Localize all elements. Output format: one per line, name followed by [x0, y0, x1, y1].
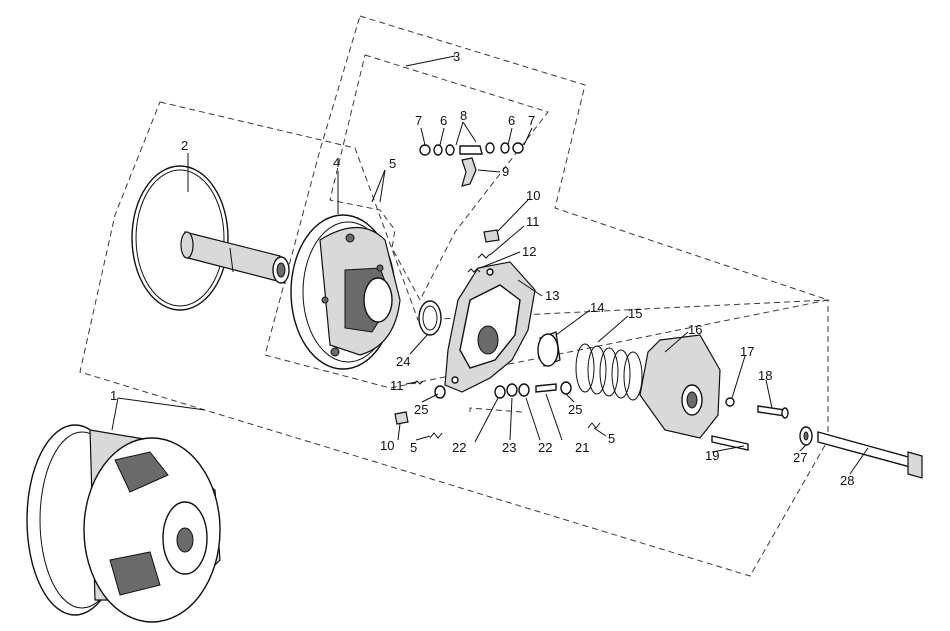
callout-22: 22: [538, 440, 552, 455]
part-14-bushing: [537, 331, 561, 367]
callout-14: 14: [590, 300, 604, 315]
callout-16: 16: [688, 322, 702, 337]
callout-10: 10: [380, 438, 394, 453]
callout-23: 23: [502, 440, 516, 455]
callout-15: 15: [628, 306, 642, 321]
callout-24: 24: [396, 354, 410, 369]
callout-3: 3: [453, 49, 460, 64]
callout-25: 25: [414, 402, 428, 417]
callout-28: 28: [840, 473, 854, 488]
callout-2: 2: [181, 138, 188, 153]
callout-5: 5: [608, 431, 615, 446]
part-16-cover: [639, 334, 721, 439]
callout-13: 13: [545, 288, 559, 303]
callout-11: 11: [390, 378, 404, 393]
callout-8: 8: [460, 108, 467, 123]
callout-10: 10: [526, 188, 540, 203]
callout-22: 22: [452, 440, 466, 455]
callout-7: 7: [415, 113, 422, 128]
callout-12: 12: [522, 244, 536, 259]
callout-17: 17: [740, 344, 754, 359]
callout-11: 11: [526, 214, 540, 229]
callout-5: 5: [410, 440, 417, 455]
callout-labels: 1 2 3 4 5 5 5 6 6 7 7 8 9 10 10 11 11 12…: [110, 49, 854, 488]
callout-27: 27: [793, 450, 807, 465]
part-9-weight-arm: [461, 157, 477, 187]
part-13-spider: [444, 261, 536, 393]
callout-1: 1: [110, 388, 117, 403]
callout-21: 21: [575, 440, 589, 455]
callout-7: 7: [528, 113, 535, 128]
part-15-spring: [575, 343, 643, 401]
callout-4: 4: [333, 155, 340, 170]
hardware-6-7-8: [419, 142, 524, 156]
part-4-movable-sheave: [290, 214, 401, 370]
part-21-22-23-25: [429, 381, 601, 439]
part-10-11-12: [394, 229, 500, 425]
part-17-18-19-27-28: [711, 397, 923, 479]
callout-9: 9: [502, 164, 509, 179]
part-24-o-ring: [418, 300, 442, 336]
callout-18: 18: [758, 368, 772, 383]
callout-5: 5: [389, 156, 396, 171]
part-2-drive-face: [131, 165, 290, 311]
leader-lines: [111, 55, 869, 475]
group-outline-3: [264, 15, 830, 389]
callout-6: 6: [440, 113, 447, 128]
callout-6: 6: [508, 113, 515, 128]
callout-19: 19: [705, 448, 719, 463]
part-1-assembled-clutch: [26, 424, 221, 623]
callout-25: 25: [568, 402, 582, 417]
